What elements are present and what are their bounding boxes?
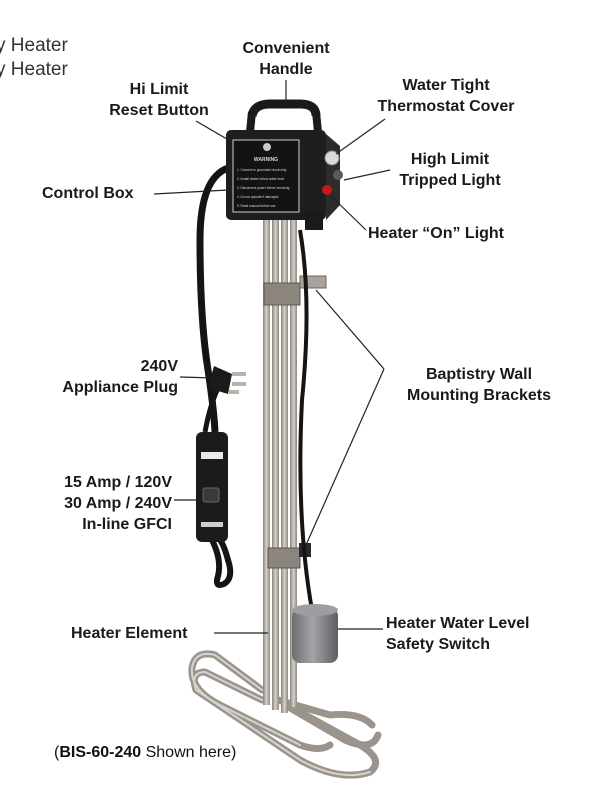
corner-text-line: y Heater <box>0 59 68 80</box>
heater-element-rods <box>263 215 297 713</box>
warning-line: 2. Install heater below water level. <box>237 177 285 181</box>
mounting-brackets-label: Baptistry Wall Mounting Brackets <box>384 364 574 406</box>
gfci-cord <box>209 538 234 588</box>
label-line: Water Tight <box>402 77 490 94</box>
caption-open: ( <box>54 744 60 761</box>
label-line: Safety Switch <box>386 636 491 653</box>
level-switch-label: Heater Water Level Safety Switch <box>386 613 529 655</box>
appliance-plug <box>208 366 246 394</box>
corner-text-line: y Heater <box>0 35 68 56</box>
warning-line: 1. Connect to grounded circuit only. <box>237 168 287 172</box>
control-box <box>226 99 343 230</box>
high-limit-tripped-label: High Limit Tripped Light <box>380 149 520 191</box>
label-line: Heater Water Level <box>386 615 530 632</box>
label-line: Handle <box>259 61 313 78</box>
label-line: Appliance Plug <box>62 379 178 396</box>
caption-model: BIS-60-240 <box>59 744 142 761</box>
heater-on-light-label: Heater “On” Light <box>368 225 505 242</box>
caption: (BIS-60-240 Shown here) <box>54 744 236 762</box>
warning-label: WARNING 1. Connect to grounded circuit o… <box>237 157 290 208</box>
warning-title: WARNING <box>254 157 278 163</box>
inline-gfci <box>196 432 228 542</box>
label-line: 240V <box>140 358 178 375</box>
label-line: 30 Amp / 240V <box>64 495 172 512</box>
appliance-plug-label: 240V Appliance Plug <box>30 356 178 398</box>
warning-line: 4. Do not operate if damaged. <box>237 195 279 199</box>
label-line: Reset Button <box>109 102 209 119</box>
label-line: Baptistry Wall <box>425 366 533 383</box>
caption-rest: Shown here) <box>141 744 237 761</box>
label-line: Mounting Brackets <box>406 387 551 404</box>
label-line: In-line GFCI <box>82 516 172 533</box>
control-box-label: Control Box <box>42 185 134 202</box>
convenient-handle-label: Convenient Handle <box>226 38 346 80</box>
label-line: Thermostat Cover <box>377 98 515 115</box>
label-line: Tripped Light <box>399 172 501 189</box>
label-line: Hi Limit <box>129 81 189 98</box>
warning-line: 5. Read manual before use. <box>237 204 276 208</box>
warning-line: 3. Disconnect power before servicing. <box>237 186 290 190</box>
gfci-label: 15 Amp / 120V 30 Amp / 240V In-line GFCI <box>22 472 172 535</box>
mounting-bracket-upper <box>263 275 327 306</box>
label-line: 15 Amp / 120V <box>64 474 172 491</box>
label-line: Convenient <box>242 40 330 57</box>
leader-lines <box>153 80 391 634</box>
hi-limit-reset-label: Hi Limit Reset Button <box>96 79 222 121</box>
heater-element-label: Heater Element <box>71 625 188 642</box>
water-level-float <box>292 604 338 663</box>
float-cable <box>298 229 314 611</box>
water-tight-cover-label: Water Tight Thermostat Cover <box>356 75 536 117</box>
label-line: High Limit <box>410 151 490 168</box>
